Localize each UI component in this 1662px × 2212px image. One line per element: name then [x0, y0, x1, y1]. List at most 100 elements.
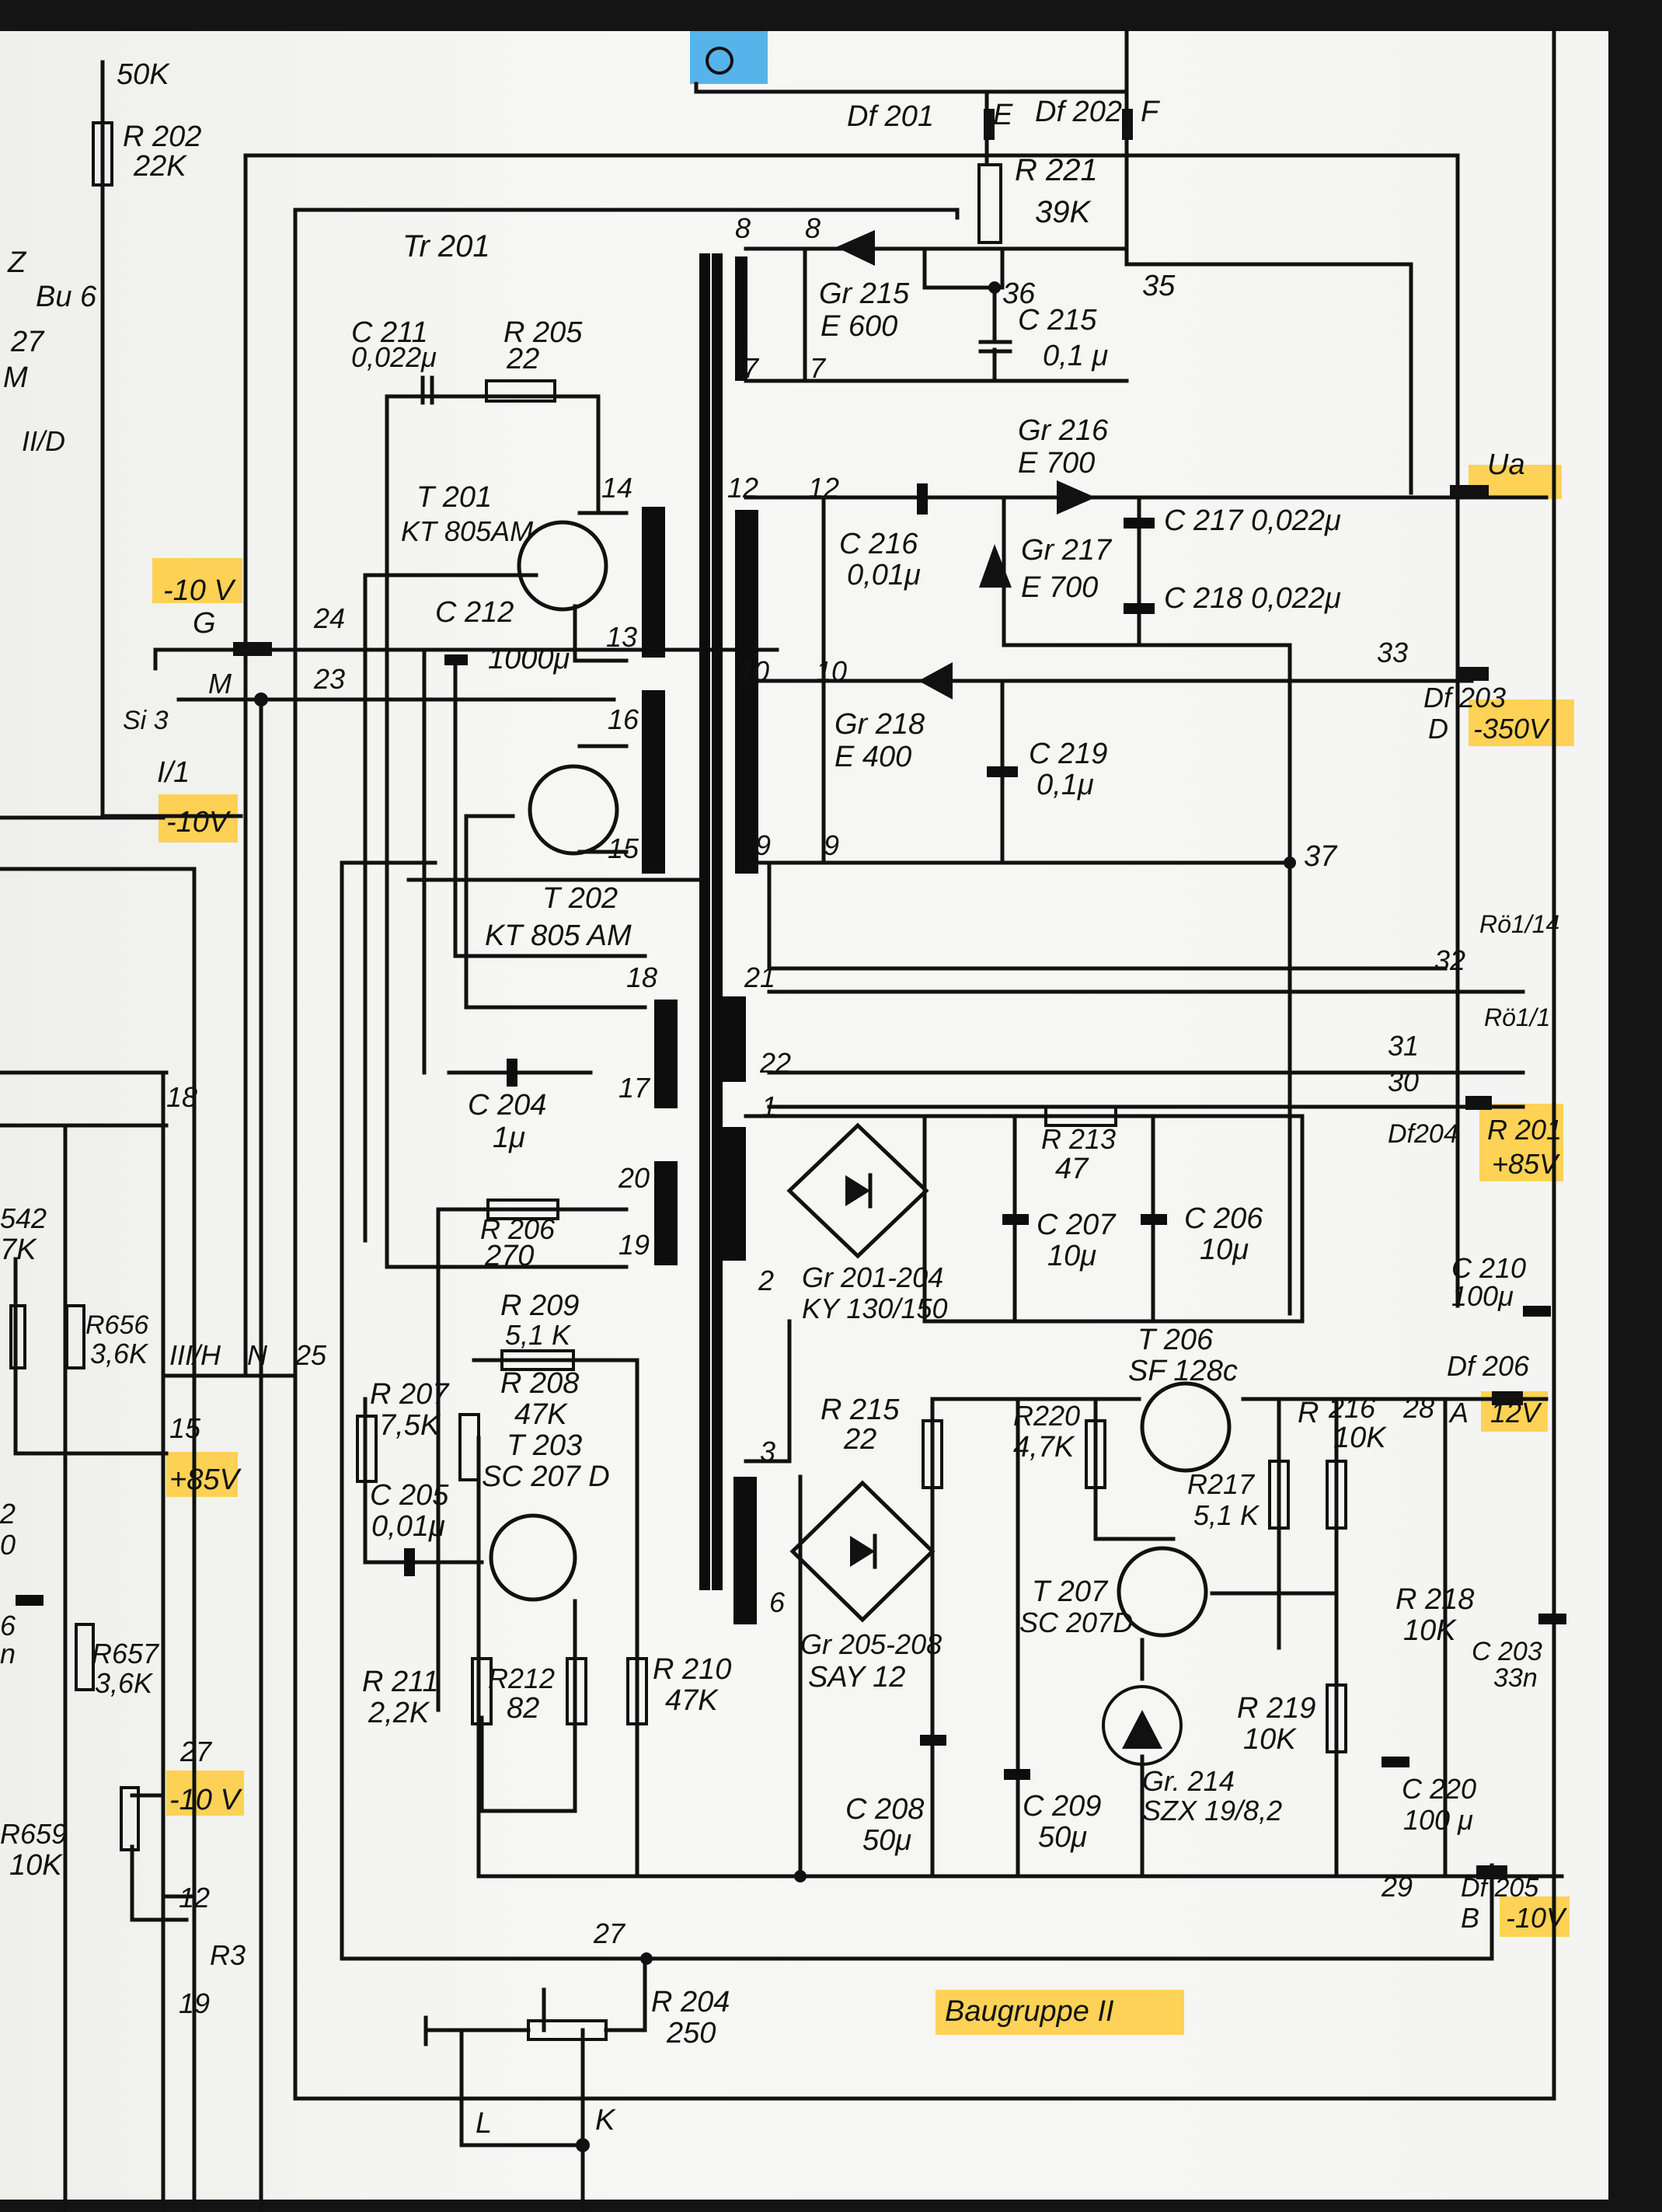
schematic-label: KT 805 AM: [485, 919, 632, 952]
schematic-label: 7K: [0, 1233, 37, 1266]
schematic-label: n: [0, 1638, 16, 1669]
schematic-label: Bu 6: [36, 281, 97, 313]
schematic-label: 33: [1377, 637, 1408, 668]
schematic-label: 2: [0, 1498, 16, 1530]
schematic-label: -10 V: [163, 574, 236, 607]
r656: [65, 1304, 85, 1369]
schematic-label: Baugruppe II: [945, 1995, 1114, 2028]
schematic-label: Gr 215: [819, 277, 910, 310]
schematic-label: C 205: [370, 1479, 449, 1512]
schematic-label: -10V: [166, 806, 232, 839]
schematic-label: B: [1461, 1902, 1479, 1934]
schematic-label: 50K: [117, 58, 170, 91]
schematic-label: SAY 12: [808, 1661, 905, 1694]
r204: [527, 2019, 608, 2041]
r657: [75, 1623, 95, 1691]
schematic-label: C 218 0,022μ: [1164, 582, 1341, 615]
gr214: [1122, 1710, 1162, 1749]
schematic-label: 2: [758, 1265, 774, 1296]
schematic-label: C 210: [1451, 1252, 1526, 1284]
schematic-label: T 202: [542, 882, 618, 915]
schematic-label: 100μ: [1451, 1280, 1514, 1312]
schematic-label: C 207: [1037, 1209, 1117, 1241]
schematic-label: C 208: [845, 1793, 924, 1826]
schematic-label: K: [595, 2104, 616, 2137]
schematic-label: 32: [1434, 944, 1465, 976]
r207: [356, 1415, 378, 1483]
schematic-label: Rö1/14: [1479, 910, 1559, 938]
schematic-label: R656: [85, 1310, 148, 1340]
schematic-label: 12: [808, 472, 839, 504]
schematic-label: Gr 217: [1021, 534, 1113, 567]
schematic-label: 18: [626, 961, 657, 993]
diodes: [786, 230, 1183, 1766]
r206: [486, 1198, 559, 1220]
lamp-icon: [690, 31, 768, 84]
schematic-label: 216: [1328, 1392, 1376, 1424]
schematic-label: R657: [92, 1638, 160, 1669]
schematic-label: 16: [608, 703, 639, 735]
schematic-label: KT 805AM: [401, 515, 533, 547]
schematic-label: 15: [169, 1412, 201, 1444]
r211: [471, 1657, 493, 1725]
schematic-label: 1000μ: [488, 643, 570, 675]
schematic-label: 0,1 μ: [1043, 340, 1108, 372]
schematic-label: Gr 216: [1018, 414, 1109, 447]
schematic-label: C 204: [468, 1089, 546, 1122]
schematic-label: 30: [1388, 1066, 1419, 1097]
schematic-label: 37: [1304, 840, 1338, 873]
r209: [500, 1349, 575, 1371]
schematic-label: E: [993, 99, 1013, 131]
schematic-label: 10μ: [1200, 1233, 1249, 1266]
schematic-label: Df204: [1388, 1119, 1458, 1149]
schematic-label: 22: [506, 343, 539, 375]
schematic-label: 17: [618, 1072, 651, 1104]
schematic-label: Z: [7, 246, 27, 279]
gr215: [836, 230, 875, 266]
r212: [566, 1657, 587, 1725]
schematic-label: Df 202: [1035, 96, 1122, 128]
transistors: [489, 520, 1232, 1638]
t202: [528, 764, 619, 856]
r642: [9, 1304, 26, 1369]
schematic-label: +85V: [1492, 1148, 1560, 1180]
schematic-label: R 205: [503, 316, 583, 349]
schematic-label: 0,1μ: [1037, 769, 1094, 801]
schematic-label: E 600: [821, 310, 897, 343]
schematic-label: 5,1 K: [1193, 1499, 1260, 1531]
schematic-label: Ua: [1487, 448, 1525, 481]
schematic-label: R212: [488, 1662, 555, 1694]
schematic-label: 542: [0, 1202, 47, 1234]
highlighter-marks: [152, 465, 1574, 2035]
schematic-label: 0,022μ: [351, 341, 437, 373]
schematic-label: 31: [1388, 1030, 1419, 1062]
schematic-label: R217: [1187, 1468, 1256, 1500]
schematic-label: T 207: [1032, 1575, 1109, 1608]
schematic-label: T 203: [507, 1429, 582, 1462]
schematic-label: Gr. 214: [1142, 1765, 1235, 1797]
schematic-label: 10: [738, 655, 769, 687]
r219: [1326, 1683, 1347, 1753]
schematic-label: 0,01μ: [847, 559, 921, 591]
schematic-label: 10μ: [1047, 1240, 1096, 1272]
schematic-label: 10: [816, 655, 847, 687]
schematic-label: 0: [0, 1529, 16, 1561]
schematic-label: C 203: [1472, 1637, 1542, 1666]
schematic-label: 2,2K: [368, 1697, 430, 1729]
schematic-label: 18: [166, 1081, 197, 1113]
gr218: [918, 662, 953, 700]
schematic-label: 24: [313, 602, 345, 634]
schematic-label: 47K: [665, 1684, 719, 1717]
schematic-label: 100 μ: [1403, 1804, 1473, 1836]
schematic-label: N: [247, 1339, 268, 1371]
schematic-label: E 700: [1018, 447, 1095, 480]
schematic-label: 39K: [1035, 195, 1092, 229]
schematic-label: C 219: [1029, 738, 1107, 770]
schematic-label: C 215: [1018, 304, 1097, 337]
r220: [1085, 1419, 1106, 1489]
schematic-label: 10K: [1333, 1422, 1387, 1454]
schematic-label: Gr 205-208: [800, 1628, 942, 1660]
schematic-label: C 216: [839, 528, 918, 560]
